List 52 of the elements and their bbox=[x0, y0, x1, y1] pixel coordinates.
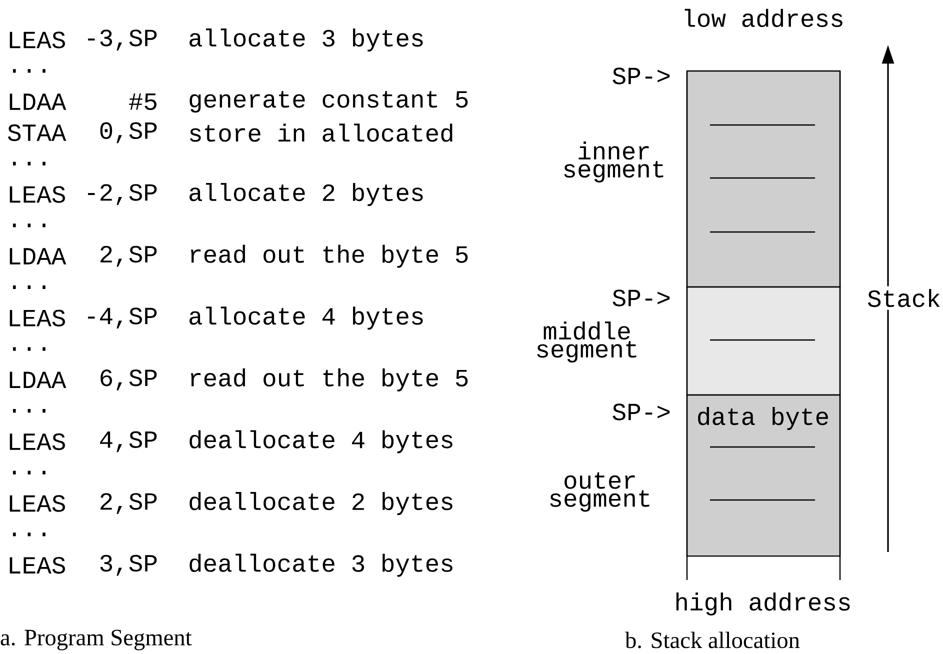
opcode: LEAS bbox=[10, 186, 65, 203]
stack-segment bbox=[686, 70, 841, 288]
address-label: low address bbox=[684, 8, 842, 28]
stack-segment bbox=[686, 286, 841, 396]
code-comment: deallocate 3 bytes bbox=[190, 554, 452, 577]
code-comment: allocate 4 bytes bbox=[190, 306, 423, 330]
code-line: ... bbox=[12, 409, 46, 413]
opcode: LEAS bbox=[10, 433, 65, 450]
code-line: ... bbox=[12, 470, 46, 474]
opcode: LEAS bbox=[10, 32, 65, 48]
stack-segment: data byte bbox=[686, 394, 841, 557]
operand: 0,SP bbox=[100, 122, 157, 144]
segment-label: inner segment bbox=[564, 142, 664, 182]
operand: #5 bbox=[129, 94, 156, 110]
operand: 3,SP bbox=[100, 554, 157, 576]
pointer-label: SP-> bbox=[612, 290, 670, 306]
operand: 2,SP bbox=[100, 246, 157, 267]
operand: 2,SP bbox=[100, 493, 157, 514]
opcode: LEAS bbox=[10, 310, 65, 326]
stack-label: Stack bbox=[864, 286, 943, 310]
code-line: ... bbox=[12, 162, 46, 166]
segment-label: middle segment bbox=[537, 321, 636, 363]
segment-label: outer segment bbox=[550, 472, 650, 512]
code-comment: allocate 3 bytes bbox=[190, 28, 423, 52]
code-line: ... bbox=[12, 532, 46, 536]
code-line: ... bbox=[12, 347, 46, 351]
operand: -3,SP bbox=[88, 30, 157, 50]
code-line: ... bbox=[12, 224, 46, 228]
code-comment: deallocate 2 bytes bbox=[190, 492, 452, 515]
operand: 6,SP bbox=[100, 369, 157, 390]
opcode: LDAA bbox=[10, 372, 66, 388]
operand: -2,SP bbox=[88, 184, 157, 205]
code-comment: deallocate 4 bytes bbox=[190, 430, 452, 454]
pointer-label: SP-> bbox=[612, 404, 670, 420]
caption: b. Stack allocation bbox=[625, 632, 800, 648]
code-line: ... bbox=[12, 285, 46, 289]
code-comment: generate constant 5 bbox=[190, 91, 468, 113]
opcode: LDAA bbox=[10, 248, 66, 264]
operand: 4,SP bbox=[100, 431, 157, 452]
operand: -4,SP bbox=[88, 308, 157, 329]
caption: a. Program Segment bbox=[0, 630, 192, 650]
code-comment: allocate 2 bytes bbox=[190, 183, 423, 206]
opcode: LEAS bbox=[10, 556, 65, 574]
address-label: high address bbox=[676, 592, 850, 616]
opcode: LDAA bbox=[10, 94, 66, 110]
opcode: STAA bbox=[8, 124, 66, 142]
code-comment: read out the byte 5 bbox=[190, 244, 468, 268]
code-comment: read out the byte 5 bbox=[190, 368, 468, 392]
code-comment: store in allocated bbox=[190, 124, 452, 142]
code-line: ... bbox=[12, 69, 46, 73]
pointer-label: SP-> bbox=[612, 68, 670, 84]
opcode: LEAS bbox=[10, 495, 65, 512]
